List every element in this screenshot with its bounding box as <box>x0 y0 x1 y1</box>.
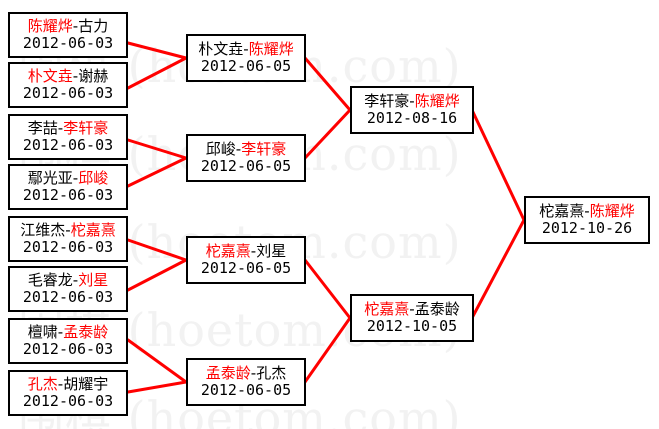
match-players: 柁嘉熹-陈耀烨 <box>539 201 635 220</box>
match-players: 孟泰龄-孔杰 <box>205 363 287 382</box>
match-box-r2-2[interactable]: 邱峻-李轩豪 2012-06-05 <box>186 134 306 182</box>
match-date: 2012-06-03 <box>22 33 114 52</box>
name-separator: - <box>235 139 242 158</box>
match-box-r1-6[interactable]: 毛睿龙-刘星 2012-06-03 <box>8 266 128 312</box>
match-date: 2012-10-26 <box>541 218 633 237</box>
player-name: 李轩豪 <box>241 139 287 158</box>
name-separator: - <box>57 118 64 137</box>
match-date: 2012-06-03 <box>22 287 114 306</box>
player-name: 鄢光亚 <box>27 168 73 187</box>
match-date: 2012-06-05 <box>200 380 292 399</box>
match-players: 李轩豪-陈耀烨 <box>364 91 460 110</box>
name-separator: - <box>57 322 64 341</box>
name-separator: - <box>409 91 415 110</box>
player-name: 邱峻 <box>205 139 236 158</box>
player-name: 陈耀烨 <box>248 39 294 58</box>
player-name: 孟泰龄 <box>414 299 460 318</box>
player-name: 柁嘉熹 <box>364 299 410 318</box>
match-box-r1-1[interactable]: 陈耀烨-古力 2012-06-03 <box>8 12 128 58</box>
match-players: 朴文垚-陈耀烨 <box>198 39 294 58</box>
name-separator: - <box>409 299 415 318</box>
match-box-r3-2[interactable]: 柁嘉熹-孟泰龄 2012-10-05 <box>350 294 474 342</box>
match-date: 2012-06-03 <box>22 391 114 410</box>
player-name: 陈耀烨 <box>27 16 73 35</box>
match-box-r3-1[interactable]: 李轩豪-陈耀烨 2012-08-16 <box>350 86 474 134</box>
player-name: 江维杰 <box>20 220 66 239</box>
player-name: 刘星 <box>78 270 109 289</box>
match-date: 2012-06-03 <box>22 135 114 154</box>
match-date: 2012-06-03 <box>22 237 114 256</box>
name-separator: - <box>250 363 257 382</box>
match-players: 柁嘉熹-孟泰龄 <box>364 299 460 318</box>
match-date: 2012-06-05 <box>200 156 292 175</box>
match-date: 2012-10-05 <box>366 316 458 335</box>
match-players: 毛睿龙-刘星 <box>27 270 109 289</box>
match-box-r2-1[interactable]: 朴文垚-陈耀烨 2012-06-05 <box>186 34 306 82</box>
player-name: 刘星 <box>256 241 287 260</box>
player-name: 毛睿龙 <box>27 270 73 289</box>
match-players: 孔杰-胡耀宇 <box>27 374 109 393</box>
match-box-r1-5[interactable]: 江维杰-柁嘉熹 2012-06-03 <box>8 216 128 262</box>
match-date: 2012-08-16 <box>366 108 458 127</box>
player-name: 李喆 <box>27 118 58 137</box>
match-box-r2-3[interactable]: 柁嘉熹-刘星 2012-06-05 <box>186 236 306 284</box>
player-name: 胡耀宇 <box>63 374 109 393</box>
player-name: 柁嘉熹 <box>539 201 585 220</box>
name-separator: - <box>250 241 257 260</box>
name-separator: - <box>72 168 79 187</box>
name-separator: - <box>72 16 79 35</box>
player-name: 朴文垚 <box>198 39 244 58</box>
match-players: 朴文垚-谢赫 <box>27 66 109 85</box>
match-players: 檀啸-孟泰龄 <box>27 322 109 341</box>
player-name: 陈耀烨 <box>414 91 460 110</box>
name-separator: - <box>65 220 71 239</box>
player-name: 邱峻 <box>78 168 109 187</box>
match-players: 柁嘉熹-刘星 <box>205 241 287 260</box>
match-date: 2012-06-05 <box>200 56 292 75</box>
player-name: 古力 <box>78 16 109 35</box>
name-separator: - <box>57 374 64 393</box>
player-name: 孟泰龄 <box>63 322 109 341</box>
match-date: 2012-06-03 <box>22 185 114 204</box>
match-players: 鄢光亚-邱峻 <box>27 168 109 187</box>
name-separator: - <box>243 39 249 58</box>
match-players: 邱峻-李轩豪 <box>205 139 287 158</box>
match-box-r1-7[interactable]: 檀啸-孟泰龄 2012-06-03 <box>8 318 128 364</box>
match-players: 江维杰-柁嘉熹 <box>20 220 116 239</box>
name-separator: - <box>72 66 79 85</box>
player-name: 檀啸 <box>27 322 58 341</box>
match-box-r1-4[interactable]: 鄢光亚-邱峻 2012-06-03 <box>8 164 128 210</box>
player-name: 柁嘉熹 <box>205 241 251 260</box>
player-name: 孔杰 <box>27 374 58 393</box>
match-date: 2012-06-05 <box>200 258 292 277</box>
name-separator: - <box>72 270 79 289</box>
match-date: 2012-06-03 <box>22 83 114 102</box>
player-name: 谢赫 <box>78 66 109 85</box>
match-box-r2-4[interactable]: 孟泰龄-孔杰 2012-06-05 <box>186 358 306 406</box>
player-name: 陈耀烨 <box>589 201 635 220</box>
match-players: 李喆-李轩豪 <box>27 118 109 137</box>
name-separator: - <box>584 201 590 220</box>
match-box-r1-8[interactable]: 孔杰-胡耀宇 2012-06-03 <box>8 370 128 416</box>
player-name: 孟泰龄 <box>205 363 251 382</box>
match-date: 2012-06-03 <box>22 339 114 358</box>
match-players: 陈耀烨-古力 <box>27 16 109 35</box>
match-box-final[interactable]: 柁嘉熹-陈耀烨 2012-10-26 <box>524 196 650 244</box>
player-name: 孔杰 <box>256 363 287 382</box>
player-name: 柁嘉熹 <box>70 220 116 239</box>
match-box-r1-3[interactable]: 李喆-李轩豪 2012-06-03 <box>8 114 128 160</box>
match-box-r1-2[interactable]: 朴文垚-谢赫 2012-06-03 <box>8 62 128 108</box>
player-name: 朴文垚 <box>27 66 73 85</box>
player-name: 李轩豪 <box>364 91 410 110</box>
player-name: 李轩豪 <box>63 118 109 137</box>
